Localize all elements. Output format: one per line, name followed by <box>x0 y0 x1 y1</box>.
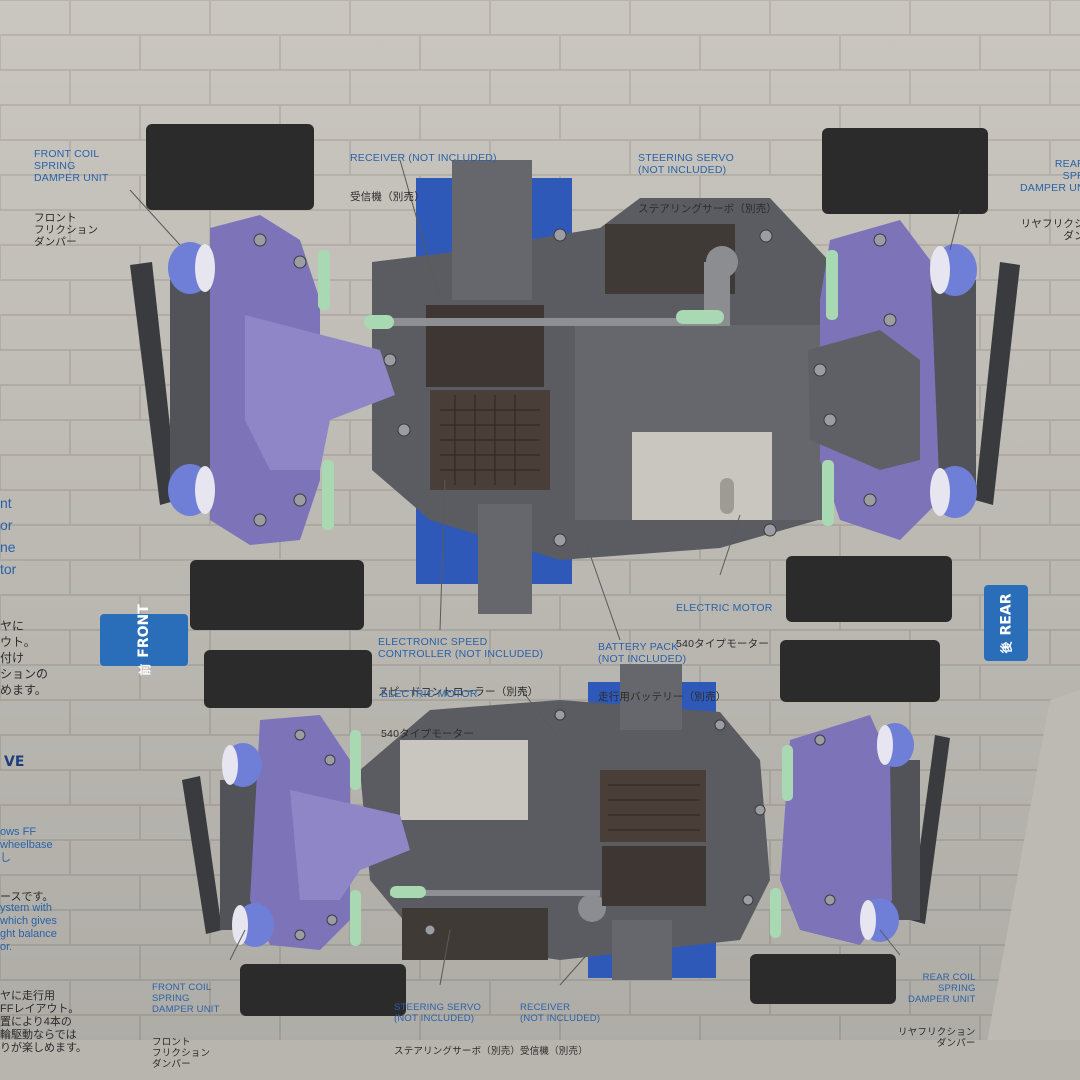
tire <box>204 650 372 708</box>
label-esc: ELECTRONIC SPEED CONTROLLER (NOT INCLUDE… <box>378 612 543 722</box>
label-en: RECEIVER (NOT INCLUDED) <box>520 1002 601 1024</box>
tire <box>750 954 896 1004</box>
label-battery: BATTERY PACK (NOT INCLUDED) 走行用バッテリー（別売） <box>598 617 726 727</box>
label-jp: 540タイプモーター <box>676 638 770 650</box>
label-jp: 走行用バッテリー（別売） <box>598 691 727 703</box>
left-text-en: nt or ne tor <box>0 495 17 577</box>
tire <box>786 556 952 622</box>
rear-kanji: 後 <box>999 640 1014 653</box>
rear-text: REAR <box>998 593 1015 635</box>
label-steering-servo-bottom: STEERING SERVO (NOT INCLUDED) ステアリングサーボ（… <box>394 980 520 1079</box>
label-en: STEERING SERVO (NOT INCLUDED) <box>638 152 734 176</box>
label-jp: リヤフリクシ ダン <box>1020 218 1080 242</box>
label-front-coil-top: FRONT COIL SPRING DAMPER UNIT フロント フリクショ… <box>34 124 109 272</box>
left-heading: VE <box>4 754 25 770</box>
left-text-en: ystem with which gives ght balance or. <box>0 902 57 953</box>
left-text-block-1: nt or ne tor ヤに ウト。 付け ションの めます。 <box>0 462 48 728</box>
box-edge <box>980 690 1080 1080</box>
label-jp: 受信機（別売） <box>350 191 425 203</box>
label-en: STEERING SERVO (NOT INCLUDED) <box>394 1002 482 1024</box>
label-en: ELECTRONIC SPEED CONTROLLER (NOT INCLUDE… <box>378 636 544 660</box>
left-text-block-2: ows FF wheelbase し ースです。 <box>0 800 53 930</box>
label-rear-coil-top: REAR SPR DAMPER UN リヤフリクシ ダン <box>1020 134 1080 266</box>
label-jp: 540タイプモーター <box>381 728 475 740</box>
front-badge: 前 FRONT <box>100 604 188 676</box>
label-jp: ステアリングサーボ（別売） <box>394 1046 521 1057</box>
label-front-coil-bottom: FRONT COIL SPRING DAMPER UNIT フロント フリクショ… <box>152 960 220 1080</box>
label-jp: フロント フリクション ダンパー <box>34 212 99 248</box>
left-text-en: ows FF wheelbase し <box>0 826 53 864</box>
tire <box>822 128 988 214</box>
left-text-jp: ースです。 <box>0 891 54 903</box>
tire <box>146 124 314 210</box>
rear-badge: 後 REAR <box>984 585 1028 661</box>
label-electric-motor-top: ELECTRIC MOTOR 540タイプモーター <box>676 578 773 674</box>
label-steering-servo-top: STEERING SERVO (NOT INCLUDED) ステアリングサーボ（… <box>638 128 777 239</box>
front-kanji: 前 <box>137 663 152 676</box>
label-en: REAR COIL SPRING DAMPER UNIT <box>907 972 976 1005</box>
label-rear-coil-bottom: REAR COIL SPRING DAMPER UNIT リヤフリクション ダン… <box>898 950 976 1071</box>
left-text-block-3: ystem with which gives ght balance or. ヤ… <box>0 876 87 1080</box>
label-en: ELECTRIC MOTOR <box>381 688 478 700</box>
label-receiver-top: RECEIVER (NOT INCLUDED) 受信機（別売） <box>350 128 497 227</box>
tire <box>240 964 406 1016</box>
label-en: ELECTRIC MOTOR <box>676 602 773 614</box>
label-electric-motor-bottom: ELECTRIC MOTOR 540タイプモーター <box>381 664 478 764</box>
label-en: REAR SPR DAMPER UN <box>1020 158 1080 194</box>
label-jp: リヤフリクション ダンパー <box>898 1027 976 1049</box>
label-receiver-bottom: RECEIVER (NOT INCLUDED) 受信機（別売） <box>520 980 600 1079</box>
label-jp: ステアリングサーボ（別売） <box>638 203 778 215</box>
label-jp: スピードコントローラー（別売） <box>378 686 539 698</box>
label-en: FRONT COIL SPRING DAMPER UNIT <box>34 148 109 184</box>
label-jp: 受信機（別売） <box>520 1046 588 1057</box>
label-en: FRONT COIL SPRING DAMPER UNIT <box>152 982 220 1015</box>
label-jp: フロント フリクション ダンパー <box>152 1037 211 1070</box>
label-en: BATTERY PACK (NOT INCLUDED) <box>598 641 687 665</box>
tire <box>780 640 940 702</box>
bottom-chassis <box>182 640 950 1016</box>
label-en: RECEIVER (NOT INCLUDED) <box>350 152 497 164</box>
left-text-jp: ヤに走行用 FFレイアウト。 置により4本の 輪駆動ならでは りが楽しめます。 <box>0 990 87 1054</box>
front-text: FRONT <box>136 604 152 658</box>
top-chassis <box>130 124 1020 630</box>
left-text-jp: ヤに ウト。 付け ションの めます。 <box>0 619 49 697</box>
tire <box>190 560 364 630</box>
